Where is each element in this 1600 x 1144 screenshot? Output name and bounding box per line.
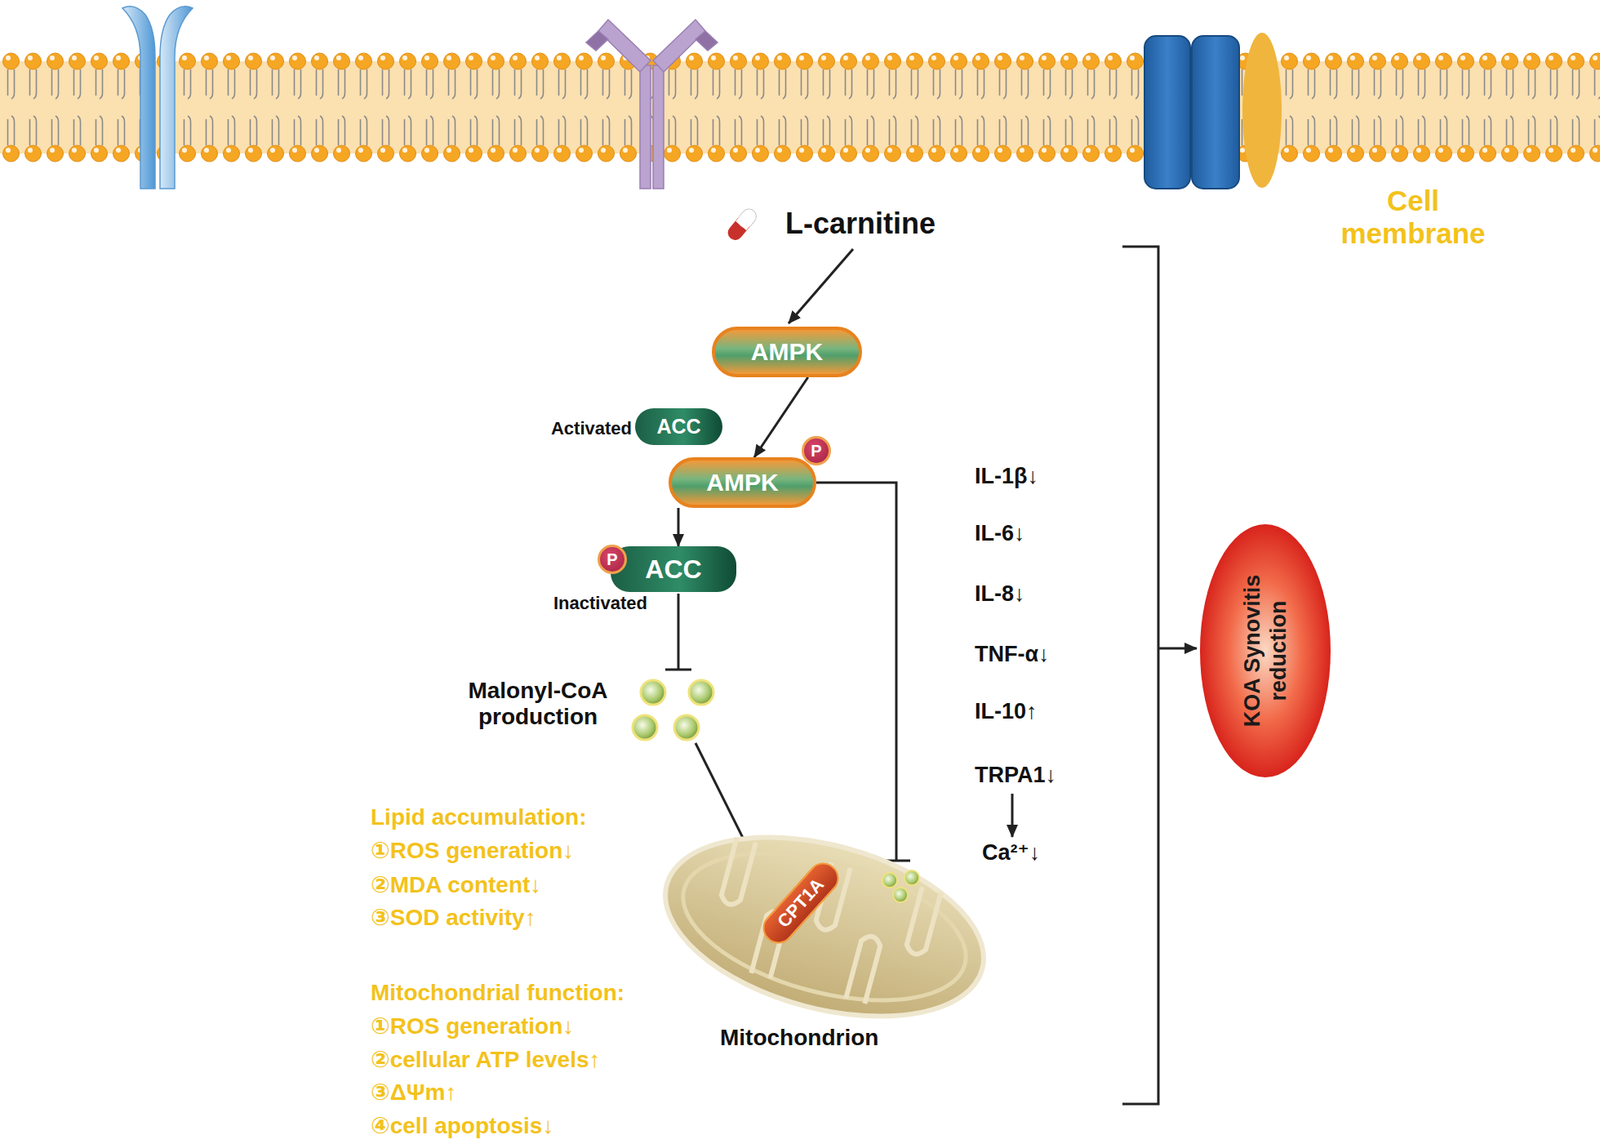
state-label: Inactivated: [553, 592, 648, 614]
leader-arrow: [788, 248, 854, 324]
cytokine-label: IL-10↑: [974, 698, 1038, 725]
leader-arrow: [1011, 793, 1014, 837]
phospho-circle: P: [597, 544, 627, 574]
effect-item: ①ROS generation↓: [370, 837, 574, 864]
antibody-symbol: [586, 19, 718, 189]
arrow-connector: [754, 377, 809, 458]
channel-label: TRPA1↓: [974, 762, 1057, 788]
bracket: [1122, 246, 1197, 1104]
malonyl-coa-dots: [632, 680, 714, 740]
ampk-box: AMPK: [711, 326, 863, 378]
protein-name: ACC: [644, 554, 702, 585]
effect-item: ②MDA content↓: [370, 871, 542, 898]
drug-name: L-carnitine: [785, 206, 936, 240]
cytokine-label: IL-8↓: [974, 581, 1026, 607]
effect-item: ③SOD activity↑: [370, 904, 537, 931]
inhibition-connector: [816, 482, 897, 861]
cytokine-label: IL-6↓: [974, 520, 1026, 547]
mitochondrion: MitochondrionCPT1A: [657, 832, 1000, 1054]
arrow-connector: [677, 507, 680, 547]
ampk-box: AMPKP: [668, 457, 817, 508]
effect-item: ①ROS generation↓: [370, 1013, 574, 1040]
membrane-label: Cell membrane: [1331, 184, 1495, 251]
protein-name: AMPK: [706, 468, 778, 497]
cytokine-label: IL-1β↓: [974, 463, 1039, 489]
receptor-symbol: [122, 6, 193, 189]
state-label: Activated: [551, 417, 632, 440]
phospho-mark: P: [810, 441, 822, 461]
cytokine-label: TNF-α↓: [974, 641, 1050, 667]
ion-channel: [1144, 32, 1282, 189]
acc-box: ACCActivated: [635, 408, 723, 445]
phospho-circle: P: [801, 435, 832, 466]
effect-heading: Mitochondrial function:: [370, 979, 625, 1006]
protein-name: ACC: [656, 414, 701, 439]
ion-label: Ca²⁺↓: [982, 840, 1040, 866]
effect-item: ③ΔΨm↑: [370, 1079, 457, 1106]
organelle-name: Mitochondrion: [720, 1024, 879, 1051]
protein-name: AMPK: [751, 337, 823, 366]
outcome-text: KOA Synovitis reduction: [1239, 560, 1293, 741]
acc-box: ACCInactivatedP: [610, 546, 737, 592]
pill-icon: [724, 205, 760, 243]
cell-membrane: [0, 0, 1600, 189]
metabolite-label: Malonyl-CoA production: [456, 677, 620, 730]
outcome-ellipse: KOA Synovitis reduction: [1199, 523, 1332, 778]
effect-item: ④cell apoptosis↓: [370, 1112, 554, 1139]
effect-heading: Lipid accumulation:: [370, 804, 587, 831]
outcome-ellipse-shape: [1199, 523, 1332, 778]
phospho-mark: P: [606, 550, 618, 569]
effect-item: ②cellular ATP levels↑: [370, 1046, 601, 1073]
